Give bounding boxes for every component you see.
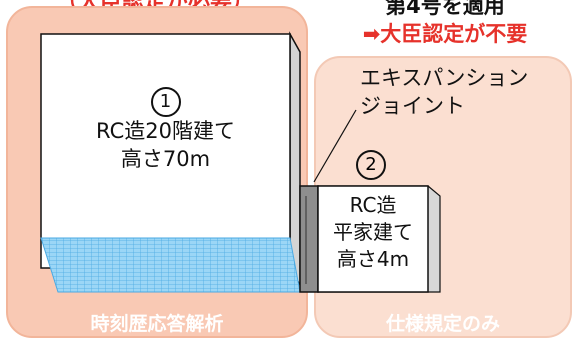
top-right-note-2: ➡大臣認定が不要 <box>362 22 528 46</box>
expansion-joint-label: エキスパンション ジョイント <box>360 66 529 118</box>
building-2-marker-wrap: 2 <box>356 150 386 180</box>
low-building-line1: RC造 <box>349 193 397 217</box>
low-building-line2: 平家建て <box>333 220 413 244</box>
low-building-label: RC造 平家建て 高さ4m <box>318 192 428 273</box>
top-right-note-1: 第4号を適用 <box>385 0 505 18</box>
left-panel-footer: 時刻歴応答解析 <box>90 313 224 335</box>
joint-leader-line <box>313 109 357 183</box>
tall-building-label: 1 RC造20階建て 高さ70m <box>41 86 290 173</box>
low-building-line3: 高さ4m <box>336 247 410 271</box>
building-2-marker: 2 <box>356 150 386 180</box>
tall-building-line2: 高さ70m <box>120 147 211 171</box>
building-1-marker: 1 <box>150 87 181 117</box>
right-panel-footer: 仕様規定のみ <box>385 313 500 335</box>
tall-building-line1: RC造20階建て <box>96 119 235 143</box>
expansion-joint <box>299 185 319 293</box>
tall-building-windows <box>40 237 301 293</box>
low-building-front <box>317 185 429 293</box>
